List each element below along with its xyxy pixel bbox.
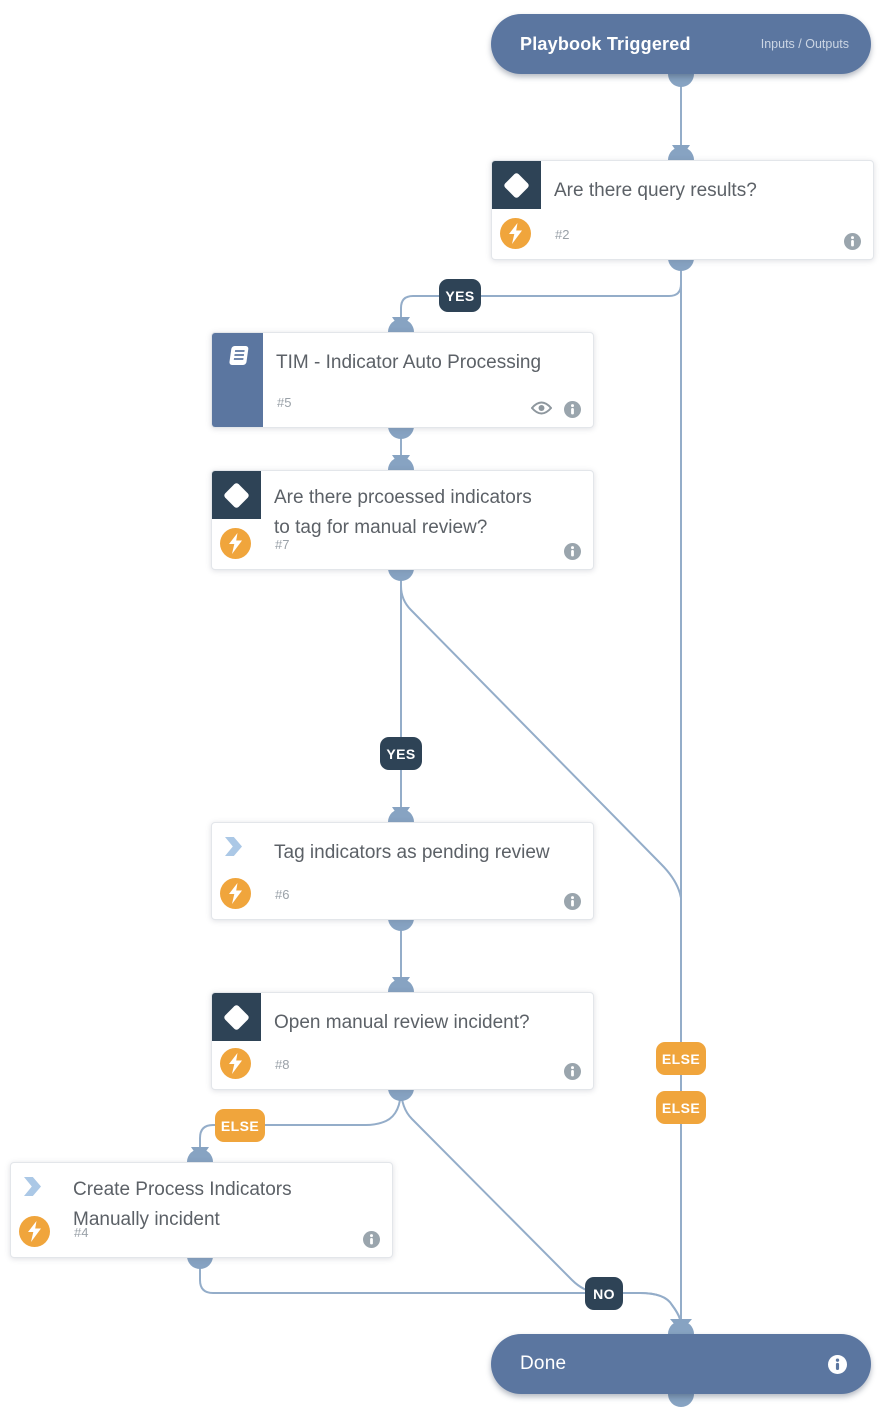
task-title: Are there query results? <box>554 180 757 201</box>
connector-cond7-else-diag <box>400 568 682 899</box>
automation-bolt-icon <box>19 1216 50 1247</box>
port-cond8-bottom <box>388 1088 414 1101</box>
port-create-bottom <box>187 1256 213 1269</box>
port-cond7-bottom <box>388 568 414 581</box>
port-tag-top <box>388 809 414 822</box>
automation-bolt-icon <box>220 1048 251 1079</box>
info-icon[interactable] <box>564 1063 581 1080</box>
task-title: Create Process Indicators Manually incid… <box>73 1179 292 1230</box>
condition-diamond-icon <box>212 471 261 519</box>
branch-label-else-right-1: ELSE <box>656 1042 706 1075</box>
info-icon[interactable] <box>564 543 581 560</box>
task-card-tag-indicators-pending-review[interactable]: Tag indicators as pending review #6 <box>211 822 594 920</box>
done-node[interactable]: Done <box>491 1334 871 1394</box>
task-number: #5 <box>277 395 292 410</box>
port-done-top <box>668 1321 694 1334</box>
branch-label-else-left: ELSE <box>215 1109 265 1142</box>
task-number: #7 <box>275 537 290 552</box>
connector-cond8-else-left <box>199 1087 402 1154</box>
info-icon[interactable] <box>564 893 581 910</box>
task-card-are-there-processed-indicators[interactable]: Are there prcoessed indicators to tag fo… <box>211 470 594 570</box>
branch-label-yes-processed: YES <box>380 737 422 770</box>
task-card-open-manual-review-incident[interactable]: Open manual review incident? #8 <box>211 992 594 1090</box>
branch-label-else-right-2: ELSE <box>656 1091 706 1124</box>
view-results-eye-icon[interactable] <box>530 401 553 415</box>
port-tag-bottom <box>388 918 414 931</box>
port-tim-bottom <box>388 426 414 439</box>
info-icon[interactable] <box>363 1231 380 1248</box>
connector-cond8-no-diag <box>400 1087 681 1320</box>
task-chevron-icon <box>24 1177 41 1196</box>
task-title: TIM - Indicator Auto Processing <box>276 352 542 373</box>
task-chevron-icon <box>225 837 242 856</box>
connector-cond2-yes <box>400 258 682 326</box>
info-icon[interactable] <box>828 1354 847 1374</box>
port-trigger-bottom <box>668 74 694 87</box>
port-cond7-top <box>388 457 414 470</box>
branch-label-no: NO <box>585 1277 623 1310</box>
task-number: #6 <box>275 887 290 902</box>
sub-playbook-bar <box>212 333 263 427</box>
task-number: #2 <box>555 227 570 242</box>
inputs-outputs-link[interactable]: Inputs / Outputs <box>760 37 849 51</box>
port-cond2-top <box>668 147 694 160</box>
port-done-bottom <box>668 1394 694 1407</box>
info-icon[interactable] <box>564 401 581 418</box>
task-card-tim-indicator-auto-processing[interactable]: TIM - Indicator Auto Processing #5 <box>211 332 594 428</box>
playbook-triggered-node[interactable]: Playbook Triggered Inputs / Outputs <box>491 14 871 74</box>
info-icon[interactable] <box>844 233 861 250</box>
playbook-triggered-title: Playbook Triggered <box>520 33 691 54</box>
automation-bolt-icon <box>500 218 531 249</box>
task-card-create-process-indicators-manually[interactable]: Create Process Indicators Manually incid… <box>10 1162 393 1258</box>
connector-create-to-done <box>199 1256 681 1320</box>
playbook-book-icon <box>226 344 250 427</box>
automation-bolt-icon <box>220 528 251 559</box>
branch-label-yes-query: YES <box>439 279 481 312</box>
task-title: Are there prcoessed indicators to tag fo… <box>274 487 532 538</box>
port-cond8-top <box>388 979 414 992</box>
task-number: #8 <box>275 1057 290 1072</box>
port-create-top <box>187 1149 213 1162</box>
task-title: Tag indicators as pending review <box>274 842 550 863</box>
port-cond2-bottom <box>668 258 694 271</box>
task-title: Open manual review incident? <box>274 1012 530 1033</box>
condition-diamond-icon <box>212 993 261 1041</box>
task-number: #4 <box>74 1225 89 1240</box>
task-card-are-there-query-results[interactable]: Are there query results? #2 <box>491 160 874 260</box>
done-title: Done <box>520 1353 567 1374</box>
automation-bolt-icon <box>220 878 251 909</box>
port-tim-top <box>388 319 414 332</box>
condition-diamond-icon <box>492 161 541 209</box>
